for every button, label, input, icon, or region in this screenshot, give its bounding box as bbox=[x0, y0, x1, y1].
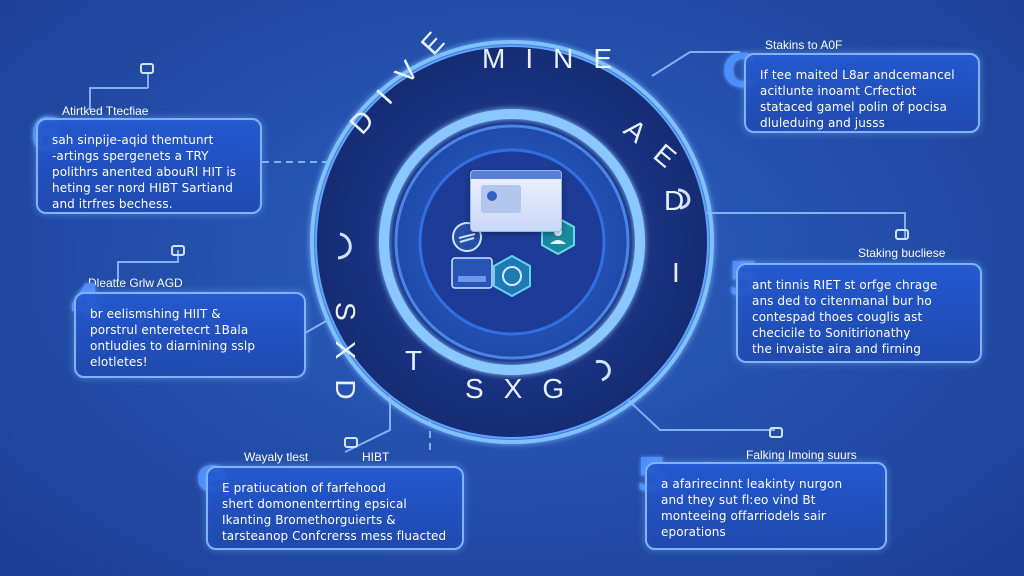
ring-text-right-top: AE bbox=[618, 113, 697, 186]
callout-mid-left-line-1: br eelismshing HIIT & bbox=[90, 307, 221, 321]
callout-bottom-right-line-3: monteeing offarriodels sair bbox=[661, 509, 826, 523]
callout-bottom-left-line-1: E pratiucation of farfehood bbox=[222, 481, 386, 495]
callout-top-right-line-2: acitlunte inoamt Crfectiot bbox=[760, 84, 917, 98]
panel-icon-slot bbox=[458, 276, 486, 282]
callout-bottom-right-line-2: and they sut fl:eo vind Bt bbox=[661, 493, 816, 507]
callout-mid-right: ant tinnis RIET st orfge chrage ans ded … bbox=[736, 263, 982, 363]
callout-mid-right-line-2: ans ded to citenmanal bur ho bbox=[752, 294, 932, 308]
chain-icon-glyph bbox=[458, 233, 476, 243]
user-icon-body bbox=[550, 240, 566, 244]
callout-mid-left-line-3: ontludies to diarnining sslp bbox=[90, 339, 256, 353]
panel-icon bbox=[451, 257, 493, 289]
callout-bottom-right-title: Falking Imoing suurs bbox=[746, 448, 857, 462]
ring-text-top: MINE bbox=[482, 43, 632, 74]
tab-top-left bbox=[140, 63, 154, 74]
screen-card-titlebar bbox=[471, 171, 561, 179]
tab-bottom-left bbox=[344, 437, 358, 448]
shield-icon-circle bbox=[502, 266, 522, 286]
connector-mid-right bbox=[700, 212, 906, 240]
callout-top-left-line-2: -artings spergenets a TRY bbox=[52, 149, 209, 163]
callout-mid-left: br eelismshing HIIT & porstrul enteretec… bbox=[74, 292, 306, 378]
callout-top-left-line-5: and itrfres bechess. bbox=[52, 197, 173, 211]
middle-ring-inner bbox=[394, 124, 630, 360]
callout-top-right-line-3: stataced gamel polin of pocisa bbox=[760, 100, 947, 114]
callout-bottom-right-line-1: a afarirecinnt leakinty nurgon bbox=[661, 477, 843, 491]
callout-bottom-right-line-4: eporations bbox=[661, 525, 726, 539]
callout-mid-right-line-3: contespad thoes couglis ast bbox=[752, 310, 923, 324]
callout-top-left-line-3: polithrs anented abouRl HIT is bbox=[52, 165, 237, 179]
middle-ring bbox=[379, 109, 645, 375]
callout-bottom-left-line-2: shert domonenterrting epsical bbox=[222, 497, 407, 511]
callout-bottom-left-tag: HIBT bbox=[362, 450, 390, 464]
callout-top-right-line-1: If tee maited L8ar andcemancel bbox=[760, 68, 955, 82]
ring-text-right-low: I bbox=[672, 257, 700, 288]
ring-text-right-mid: D bbox=[664, 185, 704, 216]
callout-top-left-title: Atirtked Ttecfiae bbox=[62, 104, 149, 118]
callout-mid-left-line-4: elotletes! bbox=[90, 355, 148, 369]
callout-top-left-line-4: heting ser nord HIBT Sartiand bbox=[52, 181, 233, 195]
callout-top-left: sah sinpije-aqid themtunrt -artings sper… bbox=[36, 118, 262, 214]
callout-mid-right-line-1: ant tinnis RIET st orfge chrage bbox=[752, 278, 938, 292]
hook-right bbox=[677, 188, 691, 210]
callout-mid-left-line-2: porstrul enteretecrt 1Bala bbox=[90, 323, 249, 337]
ring-text-lower-left: T bbox=[405, 345, 442, 376]
callout-top-right-title: Stakins to A0F bbox=[765, 38, 843, 52]
outer-ring-glow bbox=[310, 40, 714, 444]
tab-mid-right bbox=[895, 229, 909, 240]
ring-text-left: SXD bbox=[330, 302, 361, 420]
callout-mid-left-title: Dleatte Grlw AGD bbox=[88, 276, 183, 290]
ring-text-lower: SXG bbox=[465, 373, 584, 404]
tab-bottom-right bbox=[769, 427, 783, 438]
hook-left bbox=[337, 232, 352, 260]
shield-icon-hex bbox=[493, 254, 531, 298]
callout-bottom-left-line-3: Ikanting Bromethorguierts & bbox=[222, 513, 396, 527]
callout-top-right: If tee maited L8ar andcemancel acitlunte… bbox=[744, 53, 980, 133]
callout-bottom-left-line-4: tarsteanop Confcrerss mess fluacted bbox=[222, 529, 447, 543]
callout-bottom-left-title: Wayaly tlest bbox=[244, 450, 309, 464]
callout-top-left-line-1: sah sinpije-aqid themtunrt bbox=[52, 133, 214, 147]
callout-bottom-right: a afarirecinnt leakinty nurgon and they … bbox=[645, 462, 887, 550]
connector-bottom-left bbox=[344, 388, 391, 453]
outer-ring bbox=[315, 45, 709, 439]
connector-bottom-right bbox=[611, 384, 775, 431]
callout-mid-right-line-4: checicile to Sonitirionathy bbox=[752, 326, 911, 340]
connector-mid-left-link bbox=[304, 319, 329, 334]
ring-text-upper-left: DIVE bbox=[343, 11, 463, 140]
hook-bottom bbox=[595, 359, 611, 382]
screen-card-dot bbox=[487, 191, 497, 201]
callout-bottom-left: E pratiucation of farfehood shert domone… bbox=[206, 466, 464, 550]
tab-mid-left bbox=[171, 245, 185, 256]
callout-mid-right-title: Staking bucliese bbox=[858, 246, 946, 260]
callout-mid-right-line-5: the invaiste aira and firning bbox=[752, 342, 921, 356]
callout-top-right-line-4: dluleduing and jusss bbox=[760, 116, 885, 130]
screen-card-icon bbox=[470, 170, 562, 232]
